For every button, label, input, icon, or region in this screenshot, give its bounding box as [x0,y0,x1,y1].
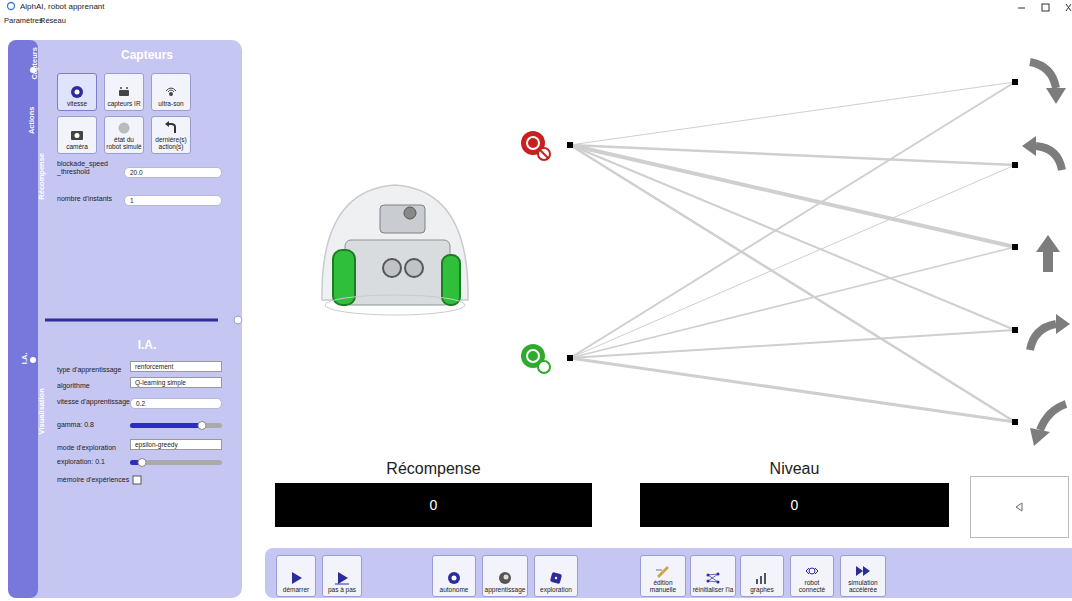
node-text: capteurs IR [107,101,140,108]
field-label: mode d'exploration [57,444,116,452]
value-display: Récompense 0 [275,460,592,527]
node-text: 0.2 [136,400,145,407]
button-icon [116,85,132,99]
node-text: apprentissage [485,587,526,594]
node-text: dernière(s) action(s) [153,137,189,151]
button-icon [548,571,564,585]
node-text: epsilon-greedy [135,441,178,448]
node-text: graphes [750,587,774,594]
field-label: gamma: 0.8 [57,421,94,429]
menu-item: Réseau [40,17,66,26]
node-text: exploration [540,587,572,594]
field-label: algorithme [57,382,90,390]
node-text: renforcement [135,363,173,370]
value-text: 0 [275,483,592,527]
toolbar-button: apprentissage [482,555,528,597]
node-text: Niveau [640,460,949,478]
value-display: Niveau 0 [640,460,949,527]
dropdown-box: Q-learning simple [130,377,222,388]
button-icon [163,121,179,135]
node-text: 20.0 [130,169,143,176]
side-tab: Actions [28,107,37,135]
side-tab: I.A. [20,353,29,365]
button-icon [754,571,770,585]
input-field: 20.0 [124,167,222,178]
node-text: pas à pas [328,587,356,594]
button-icon [69,128,85,142]
dropdown-box: renforcement [130,361,222,372]
node-text: simulation accélérée [842,580,884,594]
side-tab: Capteurs [31,47,40,80]
button-icon [446,571,462,585]
button-icon [855,564,871,578]
node-text: Récompense [275,460,592,478]
button-icon [116,121,132,135]
button-icon [69,85,85,99]
toolbar-button: simulation accélérée [840,555,886,597]
sensor-button: dernière(s) action(s) [151,116,191,154]
field-label: nombre d'instants [57,195,112,203]
side-tab: Récompense [38,153,47,200]
node-text: démarrer [283,587,309,594]
sensor-button: capteurs IR [104,73,144,111]
sensor-button: état du robot simulé [104,116,144,154]
field-label: type d'apprentissage [57,366,121,374]
node-text: Capteurs [40,48,254,62]
node-text: robot connecté [792,580,832,594]
sensor-button: vitesse [57,73,97,111]
toolbar-button: autonome [432,555,476,597]
field-label: blockade_speed_threshold [57,160,109,176]
node-text: réinitialiser l'ia [693,587,734,594]
toolbar-button: robot connecté [790,555,834,597]
value-text: 0 [640,483,949,527]
menu-item: Paramètres [4,17,43,26]
button-icon [163,85,179,99]
node-text: vitesse [67,101,87,108]
toolbar-button: exploration [534,555,578,597]
button-icon [334,571,350,585]
input-field: 1 [124,195,222,206]
toolbar-button: graphes [740,555,784,597]
node-text: I.A. [40,338,254,352]
toolbar-button: pas à pas [322,555,362,597]
node-text: autonome [440,587,469,594]
node-text: édition manuelle [642,580,684,594]
sensor-button: caméra [57,116,97,154]
input-field: 0.2 [130,398,222,409]
button-icon [705,571,721,585]
node-text: ultra-son [158,101,183,108]
field-label: exploration: 0.1 [57,458,105,466]
side-tab: Visualisation [37,388,46,434]
sensor-button: ultra-son [151,73,191,111]
button-icon [804,564,820,578]
button-icon [655,564,671,578]
title-text: AlphAI, robot apprenant [20,2,105,11]
side-panel: Capteurs vitesse capteurs IR ultra-son camér… [40,40,254,320]
node-text: état du robot simulé [106,137,142,151]
toolbar-button: réinitialiser l'ia [690,555,736,597]
node-text: Q-learning simple [135,379,186,386]
dropdown-box: epsilon-greedy [130,439,222,450]
node-text: 1 [130,197,134,204]
button-icon [288,571,304,585]
button-icon [497,571,513,585]
field-label: mémoire d'expériences [57,476,129,484]
toolbar-button: démarrer [276,555,316,597]
node-text: caméra [66,144,88,151]
toolbar-button: édition manuelle [640,555,686,597]
field-label: vitesse d'apprentissage [57,398,130,406]
